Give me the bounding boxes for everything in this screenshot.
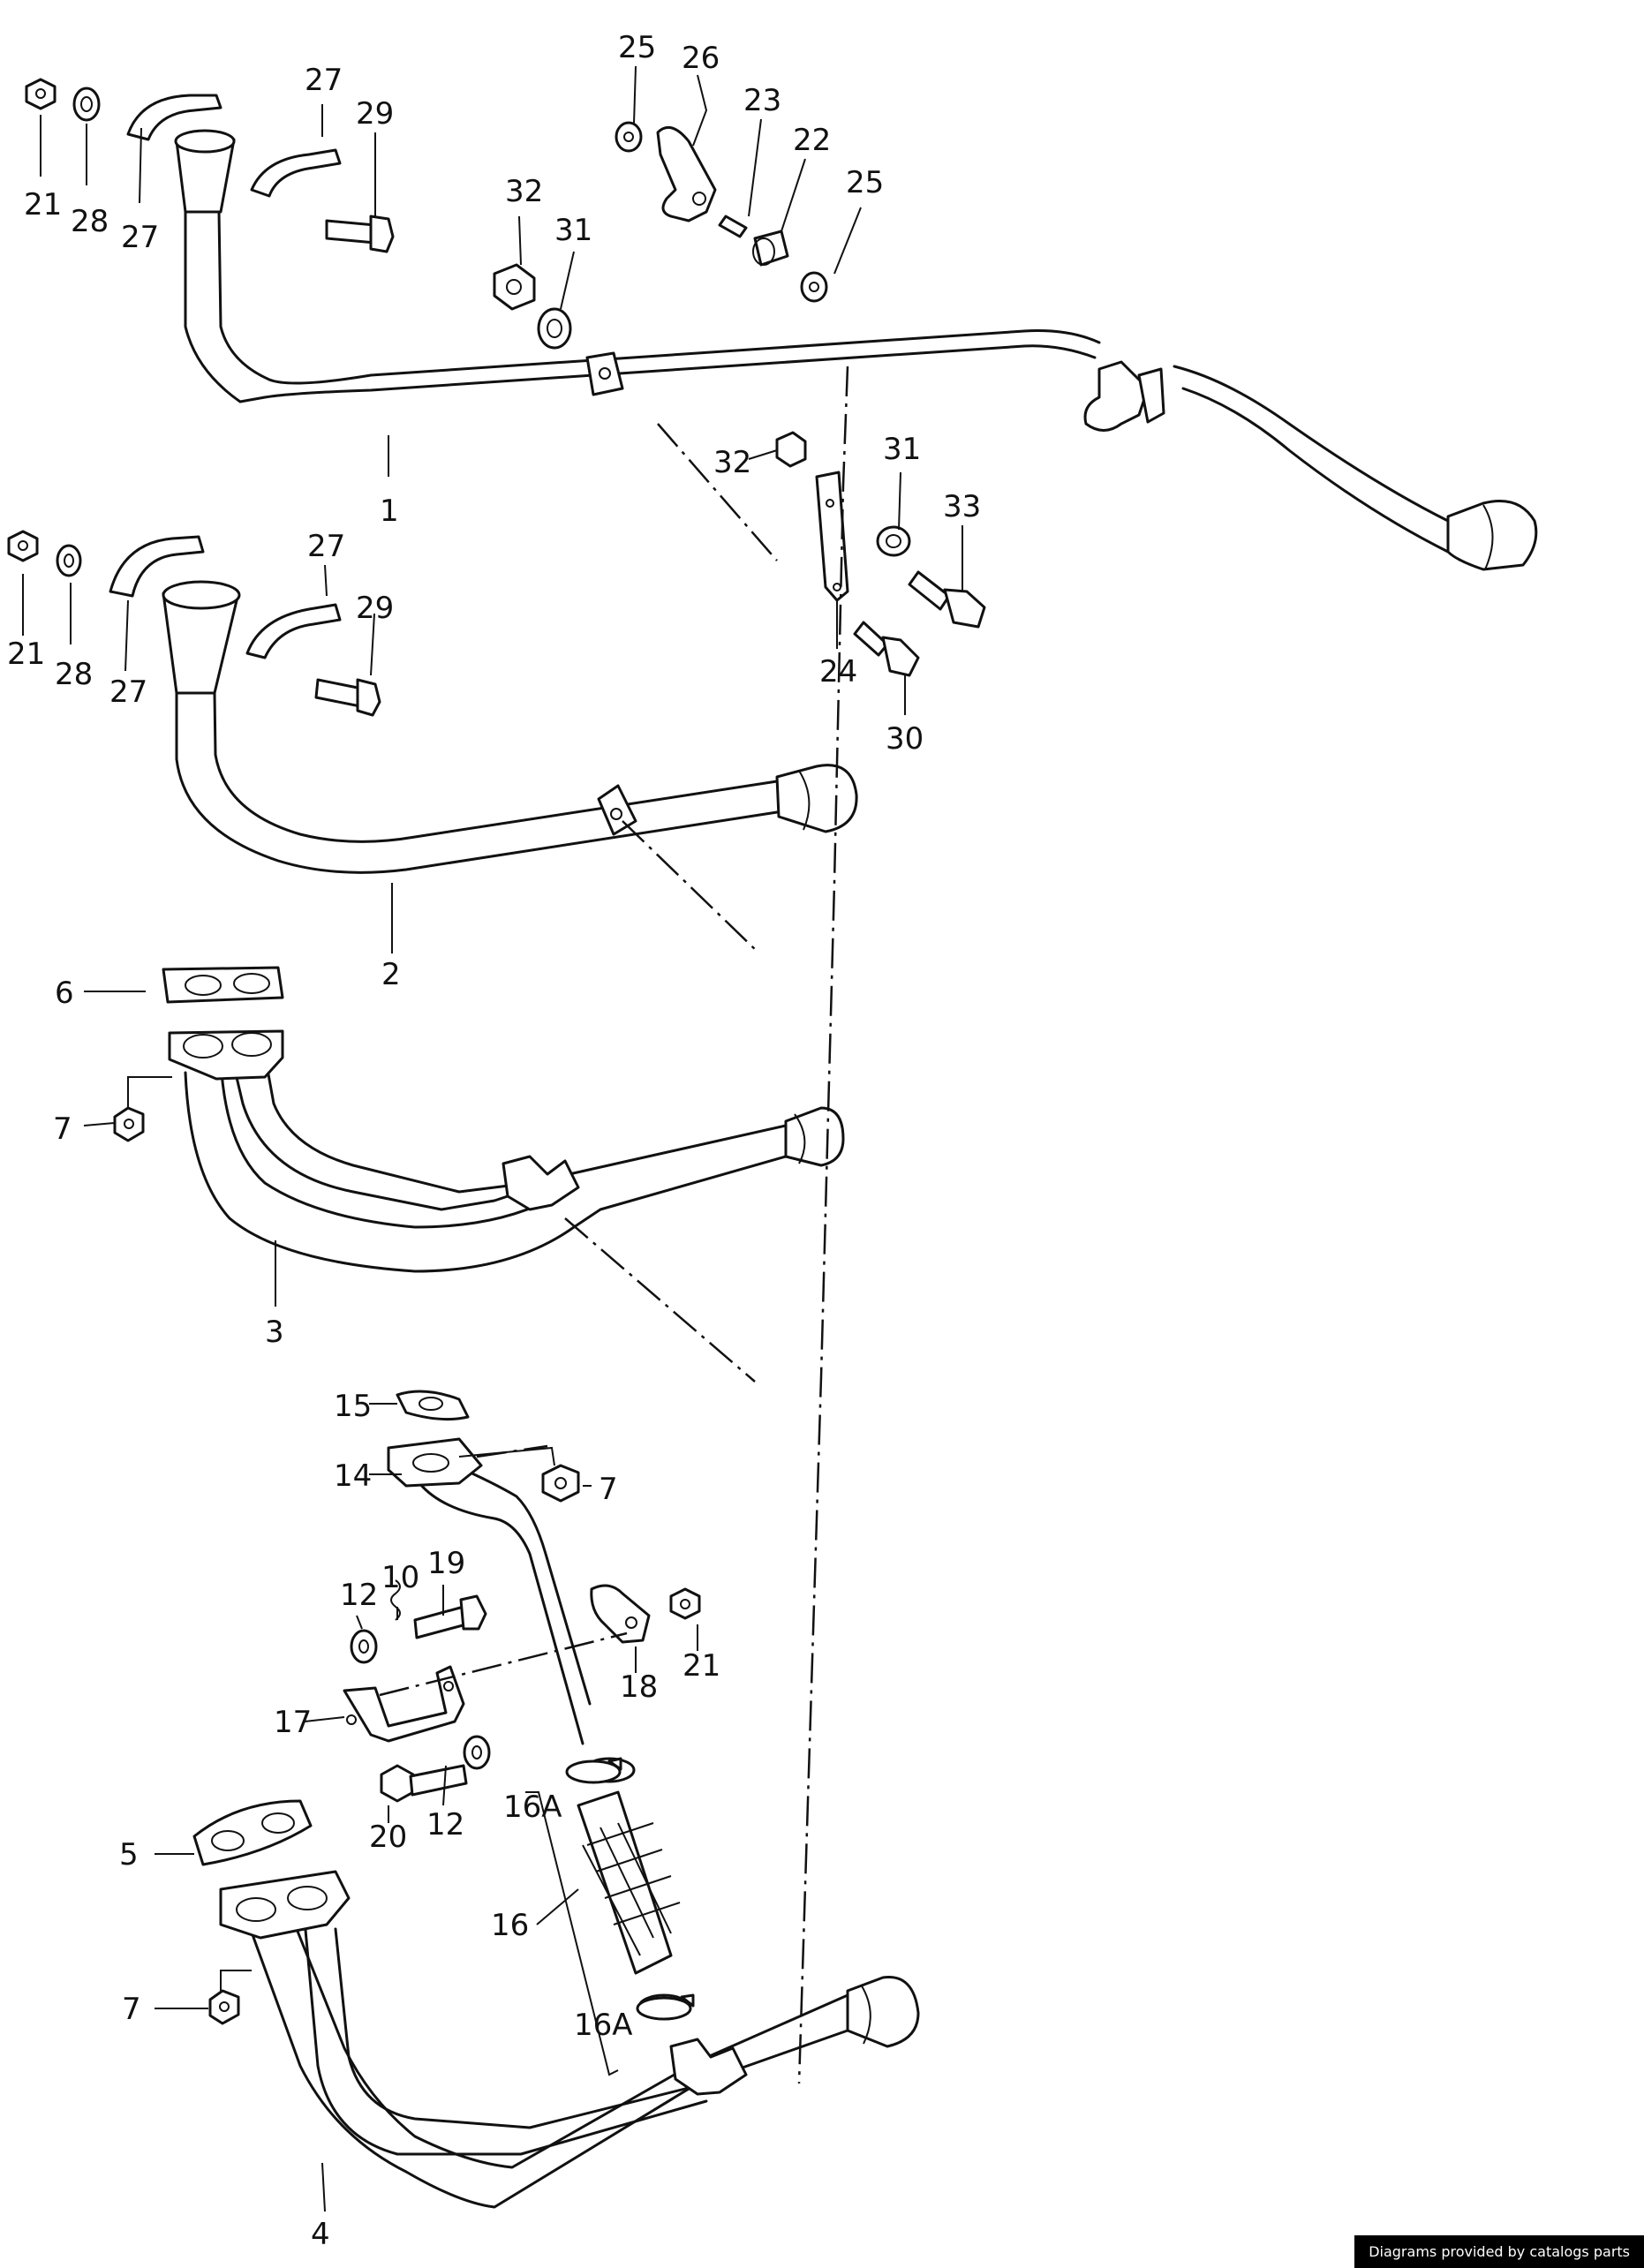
spring-10 [390, 1579, 401, 1621]
label-18: 18 [620, 1669, 658, 1705]
label-16: 16 [491, 1908, 529, 1943]
bolt-29-a [325, 215, 395, 253]
clamp-18 [590, 1584, 651, 1644]
washer-31-top [537, 307, 572, 350]
pin-23 [718, 215, 748, 238]
bracket-26 [656, 125, 717, 222]
label-3: 3 [265, 1315, 284, 1350]
label-22: 22 [793, 123, 831, 158]
bolt-30 [853, 621, 920, 677]
leader-lines [22, 65, 963, 2212]
label-21: 21 [24, 187, 62, 222]
clamp-16a-upper [565, 1757, 622, 1784]
hardware-parts [7, 78, 986, 2025]
bracket-17 [343, 1665, 465, 1743]
label-28: 28 [71, 204, 109, 239]
clamp-27-d [245, 603, 342, 659]
label-1: 1 [380, 494, 399, 529]
nut-21-top [25, 78, 57, 110]
label-19: 19 [427, 1546, 465, 1581]
label-27: 27 [307, 529, 345, 564]
lock-washer-28-mid [56, 544, 82, 577]
clamp-16a-lower [636, 1993, 695, 2021]
label-31: 31 [883, 432, 921, 467]
gasket-15 [396, 1390, 470, 1421]
gasket-6 [162, 966, 284, 1004]
washer-25-a [615, 121, 643, 153]
washer-12-a [350, 1629, 378, 1664]
exhaust-pipe-4[interactable] [219, 1870, 920, 2209]
label-23: 23 [743, 83, 781, 118]
gasket-5 [192, 1799, 313, 1866]
label-31: 31 [554, 213, 592, 248]
label-5: 5 [119, 1837, 139, 1872]
credit-badge: Diagrams provided by catalogs parts [1354, 2235, 1644, 2268]
lock-washer-28-top [72, 87, 101, 122]
washer-31-mid [876, 525, 911, 557]
label-27: 27 [109, 674, 147, 710]
label-16a: 16A [503, 1790, 562, 1825]
label-12: 12 [426, 1807, 464, 1842]
label-25: 25 [618, 30, 656, 65]
assembly-lines [379, 365, 849, 2084]
nut-7-c [208, 1989, 240, 2025]
clamp-27-b [250, 148, 342, 198]
label-16a: 16A [574, 2008, 633, 2043]
label-25: 25 [846, 165, 884, 200]
label-28: 28 [55, 657, 93, 692]
label-6: 6 [55, 976, 74, 1011]
bolt-19 [413, 1594, 487, 1639]
label-10: 10 [381, 1560, 419, 1595]
label-32: 32 [713, 445, 751, 480]
nut-32-mid [775, 431, 807, 468]
washer-25-b [800, 271, 828, 303]
label-12: 12 [340, 1578, 378, 1613]
label-7: 7 [599, 1472, 618, 1507]
label-14: 14 [334, 1458, 372, 1494]
label-7: 7 [122, 1992, 141, 2027]
label-21: 21 [682, 1648, 720, 1684]
rubber-mount-22 [752, 230, 789, 267]
label-21: 21 [7, 637, 45, 672]
label-24: 24 [819, 654, 857, 689]
nut-7-a [113, 1106, 145, 1142]
label-30: 30 [886, 721, 924, 757]
label-32: 32 [505, 174, 543, 209]
label-33: 33 [943, 489, 981, 524]
pipe-14[interactable] [387, 1437, 592, 1745]
callout-labels: 21 28 27 27 29 32 31 25 26 23 22 25 1 32… [7, 30, 981, 2252]
label-29: 29 [356, 591, 394, 626]
nut-7-b [541, 1464, 580, 1503]
bolt-20 [380, 1764, 468, 1803]
nut-21-low [669, 1587, 701, 1620]
flex-pipe-16[interactable] [577, 1757, 690, 2020]
label-17: 17 [274, 1705, 312, 1740]
label-4: 4 [311, 2217, 330, 2252]
strap-24 [815, 471, 849, 602]
label-27: 27 [121, 220, 159, 255]
label-20: 20 [369, 1820, 407, 1855]
nut-32-top [493, 263, 536, 311]
exhaust-pipe-2[interactable] [162, 580, 858, 874]
label-7: 7 [53, 1111, 72, 1147]
clamp-27-a [126, 94, 222, 141]
clamp-27-c [109, 535, 205, 598]
exhaust-pipe-3[interactable] [168, 1029, 845, 1273]
washer-12-b [463, 1735, 491, 1770]
exhaust-pipe-1[interactable] [174, 129, 1538, 571]
label-26: 26 [682, 41, 720, 76]
label-29: 29 [356, 96, 394, 132]
nut-21-mid [7, 530, 39, 562]
bolt-29-b [314, 678, 381, 717]
label-2: 2 [381, 957, 401, 992]
bolt-33 [908, 570, 986, 629]
label-15: 15 [334, 1389, 372, 1424]
label-27: 27 [305, 63, 343, 98]
